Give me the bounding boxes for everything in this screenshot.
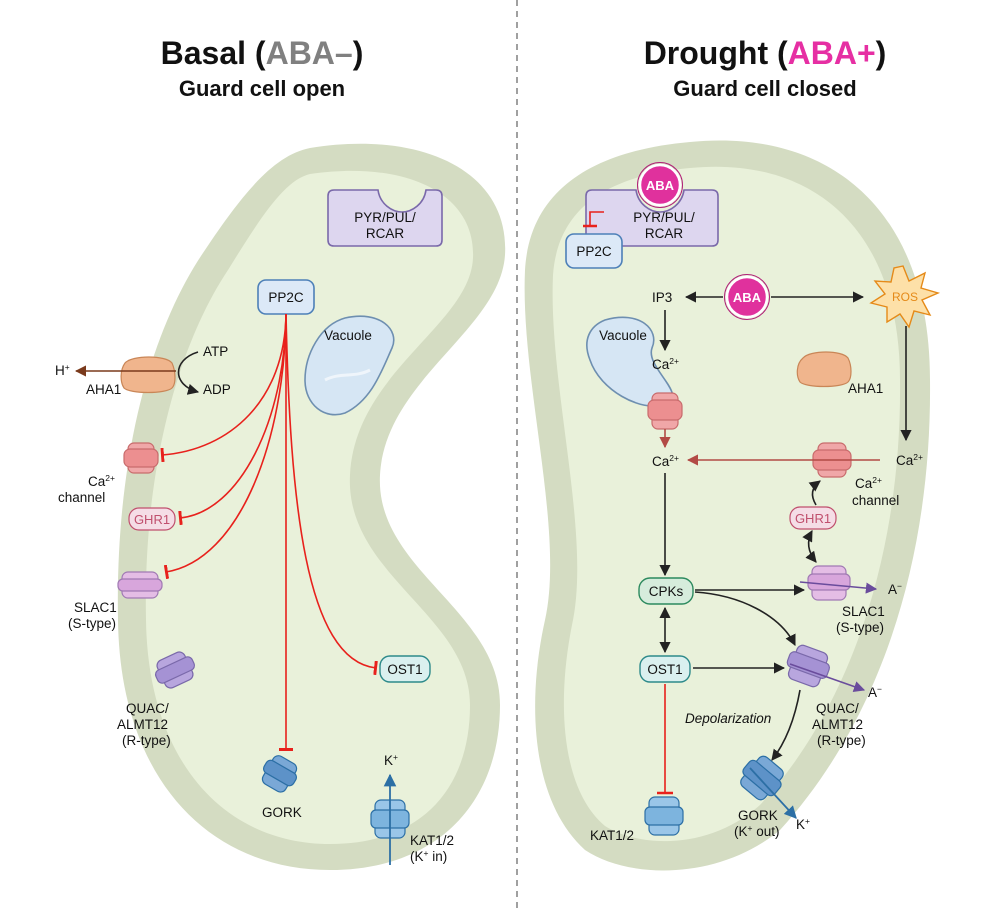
drought-vacuole: Vacuole xyxy=(586,316,683,430)
drought-slac1-line1: SLAC1 xyxy=(842,604,885,619)
drought-gork-out-label: (K+ out) xyxy=(734,823,779,839)
basal-quac-line2: ALMT12 xyxy=(117,717,168,732)
basal-vacuole: Vacuole xyxy=(304,315,395,416)
drought-cpks-label: CPKs xyxy=(649,584,684,599)
basal-pp2c: PP2C xyxy=(257,279,315,315)
depolarization-to-gork-arrow xyxy=(771,689,801,761)
basal-slac1-line1: SLAC1 xyxy=(74,600,117,615)
basal-receptor-line1: PYR/PUL/ xyxy=(354,210,416,225)
drought-channel-label: channel xyxy=(852,493,899,508)
drought-ca-channel: Ca2+ channel xyxy=(686,442,899,508)
basal-vacuole-label: Vacuole xyxy=(324,328,372,343)
drought-quac-line2: ALMT12 xyxy=(812,717,863,732)
drought-receptor-line2: RCAR xyxy=(645,226,684,241)
basal-gork xyxy=(261,755,298,793)
ghr1-slac1-arrow xyxy=(802,530,817,563)
basal-slac1: SLAC1 (S-type) xyxy=(68,571,163,631)
drought-aha1-label: AHA1 xyxy=(848,381,883,396)
drought-pp2c: PP2C xyxy=(565,233,623,269)
drought-aba-bound: ABA xyxy=(637,162,683,208)
gork-k-efflux-arrow xyxy=(749,767,797,819)
ghr1-to-ca-channel-arrow xyxy=(808,480,821,506)
basal-kat-label: KAT1/2 xyxy=(410,833,454,848)
drought-ca-channel-ca-label: Ca2+ xyxy=(855,475,882,491)
drought-cytosolic-ca-label: Ca2+ xyxy=(652,453,679,469)
basal-pp2c-label: PP2C xyxy=(268,290,304,305)
basal-aha1-label: AHA1 xyxy=(86,382,121,397)
drought-quac xyxy=(786,644,831,688)
drought-ghr1: GHR1 xyxy=(789,506,837,530)
basal-pp2c-inhibitions xyxy=(160,313,378,751)
quac-anion-efflux-arrow xyxy=(789,663,866,692)
basal-title: Basal (ABA–) xyxy=(161,35,364,71)
drought-cpks: CPKs xyxy=(638,577,694,605)
drought-gork-k-label: K+ xyxy=(796,816,810,832)
basal-ghr1-label: GHR1 xyxy=(134,512,170,527)
drought-depolarization-label: Depolarization xyxy=(685,711,771,726)
drought-aba-signal: ABA xyxy=(724,274,770,320)
receptor-inhibits-pp2c xyxy=(589,211,604,226)
basal-kat: K+ KAT1/2 (K+ in) xyxy=(370,752,454,865)
drought-ros-label: ROS xyxy=(892,290,918,304)
basal-aha1-pump: H+ AHA1 ATP ADP xyxy=(55,344,231,397)
basal-ca-channel: Ca2+ channel xyxy=(58,442,159,505)
drought-vacuole-label: Vacuole xyxy=(599,328,647,343)
drought-title: Drought (ABA+) xyxy=(644,35,887,71)
drought-kat xyxy=(644,796,684,836)
basal-proton-label: H+ xyxy=(55,362,70,378)
drought-quac-line1: QUAC/ xyxy=(816,701,859,716)
drought-quac-line3: (R-type) xyxy=(817,733,866,748)
basal-quac-line1: QUAC/ xyxy=(126,701,169,716)
drought-aha1-pump: AHA1 xyxy=(796,351,883,396)
drought-pp2c-label: PP2C xyxy=(576,244,612,259)
pp2c-inhibits-slac1 xyxy=(163,313,287,580)
basal-slac1-line2: (S-type) xyxy=(68,616,116,631)
drought-ros: ROS xyxy=(869,265,941,329)
basal-guard-cell xyxy=(117,143,506,871)
basal-kat-in-label: (K+ in) xyxy=(410,848,447,864)
drought-aba-signal-label: ABA xyxy=(733,290,762,305)
drought-kat-label: KAT1/2 xyxy=(590,828,634,843)
basal-receptor: PYR/PUL/ RCAR xyxy=(327,189,443,247)
basal-quac-line3: (R-type) xyxy=(122,733,171,748)
drought-slac1: A− SLAC1 (S-type) xyxy=(799,565,902,635)
basal-gork-label: GORK xyxy=(262,805,302,820)
drought-aba-bound-label: ABA xyxy=(646,178,675,193)
drought-ghr1-label: GHR1 xyxy=(795,511,831,526)
basal-atp-label: ATP xyxy=(203,344,228,359)
drought-quac-anion-label: A− xyxy=(868,684,882,700)
pp2c-inhibits-ca-channel xyxy=(160,313,287,463)
drought-ost1-label: OST1 xyxy=(647,662,682,677)
drought-vacuole-ca-label: Ca2+ xyxy=(652,356,679,372)
drought-ip3-label: IP3 xyxy=(652,290,672,305)
cpks-to-quac-arrow xyxy=(694,591,796,647)
drought-slac1-line2: (S-type) xyxy=(836,620,884,635)
drought-gork-label: GORK xyxy=(738,808,778,823)
basal-ost1: OST1 xyxy=(379,655,431,683)
drought-receptor: PYR/PUL/ RCAR xyxy=(585,189,719,247)
basal-atp-arrow xyxy=(177,351,200,395)
basal-quac xyxy=(154,651,196,689)
basal-ca-label: Ca2+ xyxy=(88,473,115,489)
drought-receptor-line1: PYR/PUL/ xyxy=(633,210,695,225)
basal-adp-label: ADP xyxy=(203,382,231,397)
slac1-anion-efflux-arrow xyxy=(799,581,878,594)
basal-ost1-label: OST1 xyxy=(387,662,422,677)
pp2c-inhibits-ost1 xyxy=(285,313,378,676)
drought-subtitle: Guard cell closed xyxy=(673,76,856,101)
drought-ros-ca-label: Ca2+ xyxy=(896,452,923,468)
basal-ghr1: GHR1 xyxy=(128,507,176,531)
basal-channel-label: channel xyxy=(58,490,105,505)
basal-subtitle: Guard cell open xyxy=(179,76,345,101)
basal-receptor-line2: RCAR xyxy=(366,226,405,241)
drought-slac1-anion-label: A− xyxy=(888,581,902,597)
basal-k-label: K+ xyxy=(384,752,398,768)
drought-ost1: OST1 xyxy=(639,655,691,683)
